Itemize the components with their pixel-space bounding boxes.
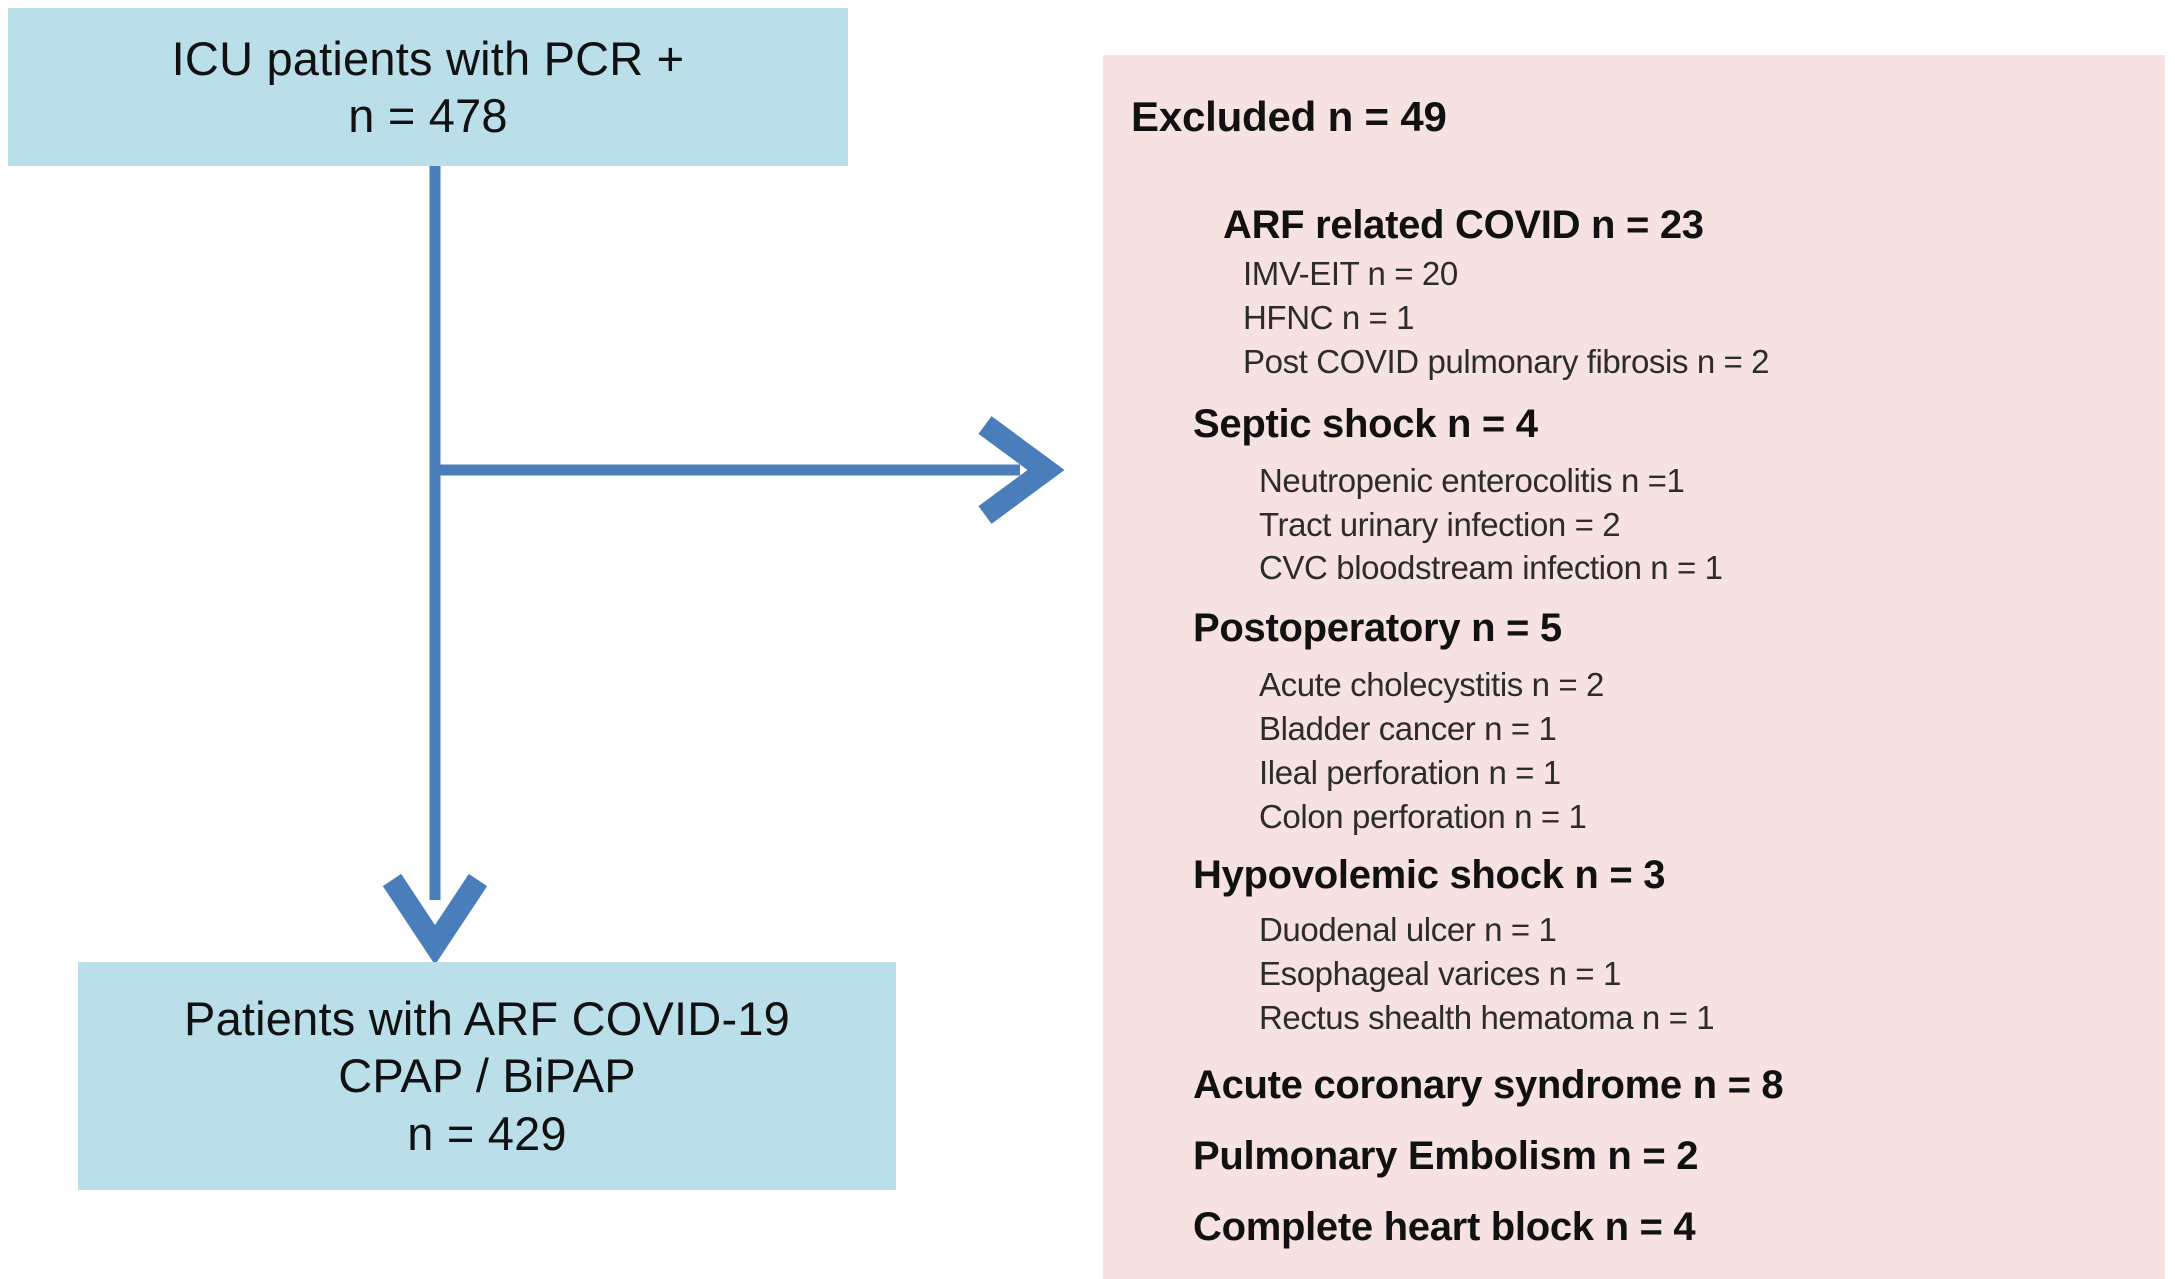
excluded-group: Pulmonary Embolism n = 2 <box>1131 1134 2145 1179</box>
excluded-group-items: Acute cholecystitis n = 2 Bladder cancer … <box>1259 663 2145 839</box>
box-icu-patients-line2: n = 478 <box>348 89 508 142</box>
excluded-group: Acute coronary syndrome n = 8 <box>1131 1063 2145 1108</box>
box-arf-covid-patients-line3: n = 429 <box>407 1106 567 1160</box>
excluded-group-header: Acute coronary syndrome n = 8 <box>1193 1063 1784 1108</box>
arrowhead-right-icon <box>978 416 1065 524</box>
excluded-group: ARF related COVID n = 23 IMV-EIT n = 20 HF… <box>1131 203 2145 384</box>
excluded-group-item: Ileal perforation n = 1 <box>1259 754 1561 791</box>
box-icu-patients-line1: ICU patients with PCR + <box>171 31 685 85</box>
excluded-group-header: Hypovolemic shock n = 3 <box>1193 852 1666 897</box>
excluded-group-list: ARF related COVID n = 23 IMV-EIT n = 20 HF… <box>1131 203 2145 1250</box>
box-arf-covid-patients-line1: Patients with ARF COVID-19 <box>184 992 790 1045</box>
box-arf-covid-patients-line2: CPAP / BiPAP <box>338 1049 636 1103</box>
excluded-title: Excluded n = 49 <box>1131 93 1447 140</box>
excluded-group-items: Duodenal ulcer n = 1 Esophageal varices n… <box>1259 908 2145 1040</box>
excluded-group: Hypovolemic shock n = 3 Duodenal ulcer n … <box>1131 853 2145 1040</box>
excluded-group-item: Duodenal ulcer n = 1 <box>1259 910 1557 948</box>
excluded-group-item: Post COVID pulmonary fibrosis n = 2 <box>1243 342 1770 380</box>
excluded-group-item: IMV-EIT n = 20 <box>1243 255 1458 292</box>
excluded-group-item: CVC bloodstream infection n = 1 <box>1259 549 1723 587</box>
excluded-group: Septic shock n = 4 Neutropenic enterocoli… <box>1131 402 2145 591</box>
excluded-group-header: Septic shock n = 4 <box>1193 401 1538 446</box>
excluded-group-header: Complete heart block n = 4 <box>1193 1205 1696 1250</box>
excluded-group-header: Postoperatory n = 5 <box>1193 606 1562 651</box>
excluded-group-header: ARF related COVID n = 23 <box>1223 203 1704 247</box>
excluded-group-items: Neutropenic enterocolitis n =1 Tract urin… <box>1259 459 2145 591</box>
excluded-group-item: Rectus shealth hematoma n = 1 <box>1259 998 1715 1036</box>
excluded-group-items: IMV-EIT n = 20 HFNC n = 1 Post COVID pulmo… <box>1243 252 2145 384</box>
box-icu-patients: ICU patients with PCR + n = 478 <box>8 8 848 166</box>
excluded-group-item: Tract urinary infection = 2 <box>1259 505 1621 543</box>
panel-excluded: Excluded n = 49 ARF related COVID n = 23… <box>1103 55 2165 1279</box>
excluded-group-item: Esophageal varices n = 1 <box>1259 954 1621 992</box>
arrowhead-down-icon <box>382 873 488 965</box>
excluded-group-item: Acute cholecystitis n = 2 <box>1259 666 1604 704</box>
excluded-group: Complete heart block n = 4 <box>1131 1205 2145 1250</box>
excluded-group-item: HFNC n = 1 <box>1243 298 1415 336</box>
box-arf-covid-patients: Patients with ARF COVID-19 CPAP / BiPAP … <box>78 962 896 1190</box>
excluded-group: Postoperatory n = 5 Acute cholecystitis n… <box>1131 606 2145 839</box>
excluded-group-header: Pulmonary Embolism n = 2 <box>1193 1134 1699 1179</box>
excluded-group-item: Colon perforation n = 1 <box>1259 797 1587 835</box>
excluded-group-item: Bladder cancer n = 1 <box>1259 710 1557 748</box>
excluded-group-item: Neutropenic enterocolitis n =1 <box>1259 461 1685 499</box>
